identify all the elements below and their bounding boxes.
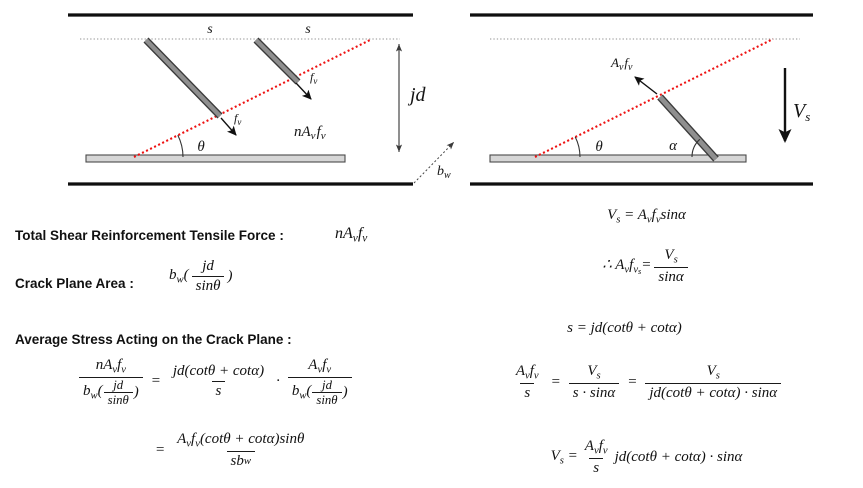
navfv-label: nAvfv [294,124,326,142]
theta-arc [177,134,184,158]
fv-label-1: fv [234,111,241,127]
stirrup-1 [144,38,222,118]
fraction-denominator: sinθ [191,275,225,296]
theta-label: θ [197,139,205,155]
bottom-rebar-slab [85,154,346,163]
crack-line [534,38,774,158]
beam-diagrams: s s fv fv nAvfv θ jd bw Avfv θ α Vs [68,13,813,186]
fraction-numerator: Vs [587,363,601,382]
avg-stress-equation-line1: nAvfv bw( jd sinθ ) = jd(cotθ + cotα) s … [76,356,355,407]
avfv-solved-equation: ∴ Avfvs= Vs sinα [430,246,863,287]
vs-label: Vs [793,100,810,124]
crack-area-post: ) [227,267,233,284]
theta-arc [574,136,581,158]
fraction: Vs s · sinα [568,362,620,403]
fraction-numerator: Vs [706,363,720,382]
avg-stress-heading: Average Stress Acting on the Crack Plane… [15,332,292,347]
fraction-numerator: jd [202,258,214,274]
fv-force-arrow-2 [295,82,312,100]
crack-area-expression: bw( jd sinθ ) [169,257,232,296]
fraction: Avfv s [512,362,543,403]
nested-fraction: jd sinθ [312,377,342,408]
fraction-numerator: Avfv [308,357,332,376]
avfv-label: Avfv [610,55,633,73]
equation-runs: s = jd(cotθ + cotα) [567,320,682,336]
alpha-arc [691,138,701,158]
crack-area-fraction: jd sinθ [191,257,225,296]
equals-sign: = [550,373,561,390]
equals-sign: = [155,441,166,458]
fraction-denominator: s [211,381,226,401]
crack-line [133,39,371,158]
fraction-numerator: Avfv(cotθ + cotα)sinθ [177,431,305,450]
equation-pre: ∴ Avfvs= [602,256,652,276]
equals-sign: = [627,373,638,390]
crack-area-pre: bw( [169,266,189,286]
fraction-denominator: sinα [654,266,688,287]
spacing-equation: s = jd(cotθ + cotα) [408,319,841,338]
equation-pre: Vs = [550,447,578,467]
total-force-expression: nAvfv [335,224,367,246]
crack-area-heading: Crack Plane Area : [15,276,134,291]
fraction-numerator: jd [113,377,124,392]
fraction: nAvfv bw( jd sinθ ) [79,356,143,407]
right-beam-diagram: Avfv θ α Vs [470,13,813,186]
fraction-denominator: jd(cotθ + cotα) · sinα [645,382,782,403]
total-force-heading: Total Shear Reinforcement Tensile Force … [15,228,284,243]
alpha-label: α [669,138,678,154]
fraction-numerator: Vs [664,247,678,266]
bw-dimension-arrow [413,141,455,184]
spacing-label-1: s [207,22,213,37]
multiplication-dot: · [276,373,280,390]
fraction: Avfv s [581,437,612,478]
fraction-denominator: s · sinα [568,382,620,403]
fraction-denominator: sinθ [103,392,133,407]
fraction-numerator: Avfv [584,438,608,457]
den-pre: bw( [291,383,312,402]
den-pre: bw( [83,383,103,402]
fraction: Avfv bw( jd sinθ ) [287,356,352,408]
left-beam-diagram: s s fv fv nAvfv θ jd bw [68,13,455,186]
fraction-numerator: nAvfv [95,357,127,376]
fraction-numerator: jd(cotθ + cotα) [172,363,265,380]
equals-sign: = [150,373,161,390]
vs-definition-equation: Vs = Avfvsinα [430,206,863,227]
avfv-force-arrow [634,76,658,95]
fraction-numerator: jd [322,377,332,392]
den-post: ) [133,384,139,401]
fraction: Vs jd(cotθ + cotα) · sinα [645,362,782,403]
nested-fraction: jd sinθ [103,377,133,408]
jd-label: jd [407,84,427,106]
fraction-denominator: s [520,382,535,403]
theta-label: θ [595,139,603,155]
fraction-numerator: Avfv [515,363,539,382]
den-post: ) [342,384,348,401]
fraction-denominator: bw( jd sinθ ) [79,376,143,408]
fraction: jd(cotθ + cotα) s [169,362,268,401]
fraction: Vs sinα [654,246,688,287]
fv-force-arrow-1 [220,117,237,136]
vs-final-equation: Vs = Avfv s jd(cotθ + cotα) · sinα [430,437,863,478]
bw-label: bw [437,164,451,181]
equation-post: jd(cotθ + cotα) · sinα [614,448,743,465]
fv-label-2: fv [310,70,317,86]
total-force-runs: nAvfv [335,225,368,245]
stress-chain-equation: Avfv s = Vs s · sinα = Vs jd(cotθ + cotα… [430,362,863,403]
bottom-rebar-slab [489,154,747,163]
stirrup-2 [254,38,300,84]
fraction-denominator: s [589,457,604,478]
fraction-denominator: bw( jd sinθ ) [287,376,352,408]
equation-runs: Vs = Avfvsinα [607,207,686,226]
fraction-denominator: sinθ [312,392,342,407]
inclined-stirrup [658,95,718,161]
spacing-label-2: s [305,22,311,37]
